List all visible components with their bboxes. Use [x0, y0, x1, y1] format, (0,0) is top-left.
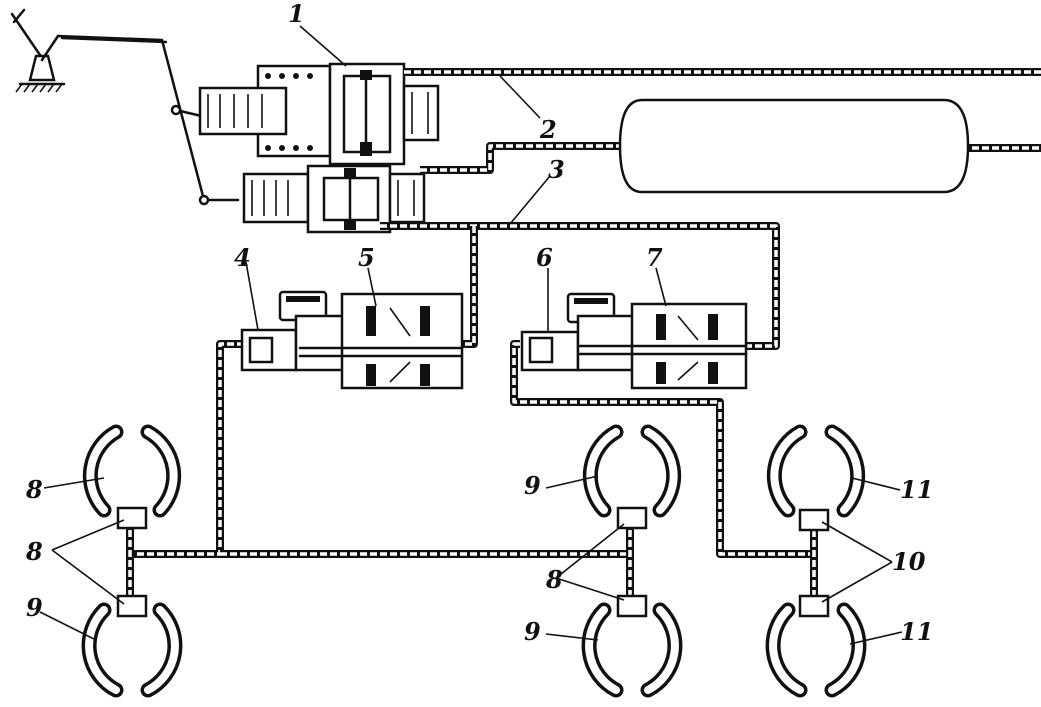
brake-valve: [198, 62, 440, 234]
brake-chambers: [116, 506, 830, 618]
label-2: 2: [539, 115, 557, 144]
label-11-bottom: 11: [900, 617, 933, 646]
label-4: 4: [234, 243, 251, 272]
label-11-top: 11: [900, 475, 933, 504]
label-8-top: 8: [25, 475, 43, 504]
label-6: 6: [536, 243, 553, 272]
label-7: 7: [646, 243, 663, 272]
label-10: 10: [892, 547, 926, 576]
brake-shoes-right-upper: [766, 424, 866, 518]
label-1: 1: [288, 0, 305, 28]
brake-shoes-middle-upper: [582, 424, 682, 518]
leader-lines: [39, 25, 903, 645]
brake-shoes-front-left-upper: [82, 424, 182, 518]
relay-valve-left: [240, 290, 464, 390]
brake-shoes-middle-lower: [581, 602, 683, 698]
label-3: 3: [548, 155, 565, 184]
label-9-middle-bottom: 9: [524, 617, 541, 646]
callout-labels: 1 2 3 4 5 6 7 8 8 8 9 9 9 10 11 11: [25, 0, 933, 646]
relay-valve-right: [520, 292, 748, 390]
label-9-middle-top: 9: [524, 471, 541, 500]
brake-shoes-front-left-lower: [81, 602, 183, 698]
label-8-left: 8: [25, 537, 43, 566]
brake-pedal: [10, 8, 66, 93]
label-8-middle: 8: [545, 565, 563, 594]
label-9-left: 9: [26, 593, 43, 622]
brake-pipes: [126, 68, 1041, 604]
air-reservoir: [618, 98, 970, 194]
label-5: 5: [358, 243, 375, 272]
brake-shoes-right-lower: [765, 602, 867, 698]
